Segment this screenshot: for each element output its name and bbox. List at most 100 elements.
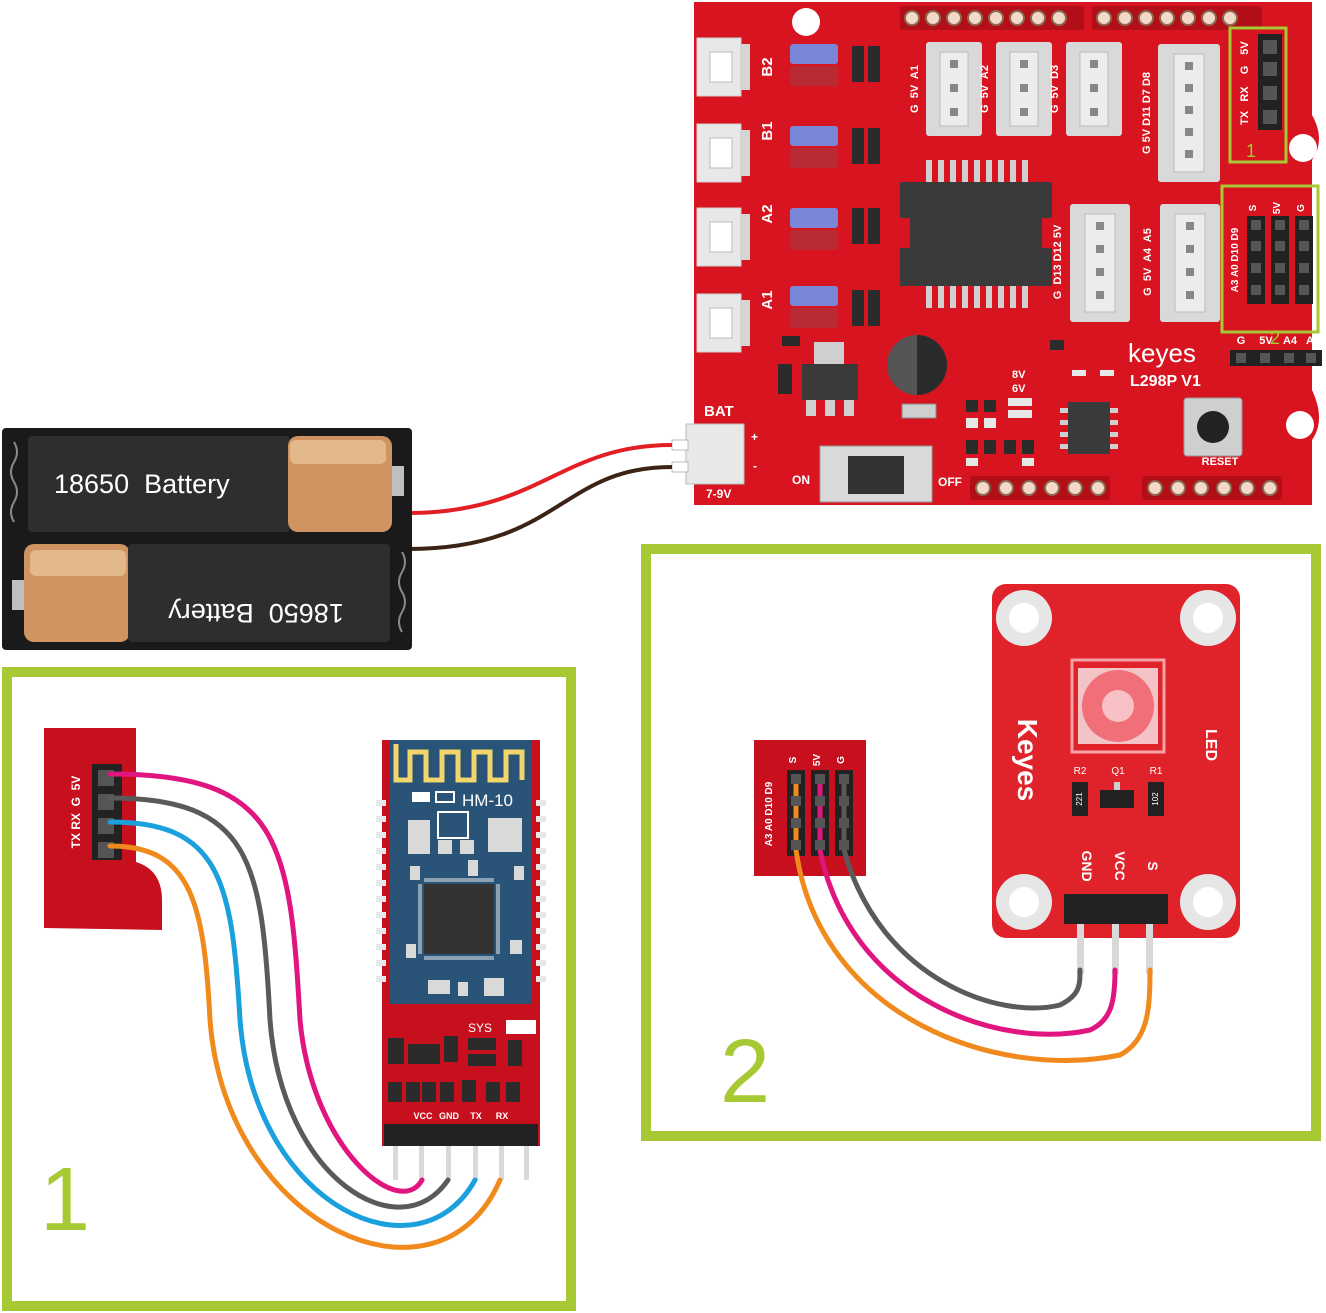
panel-2-header-col-g: G bbox=[836, 756, 847, 764]
bt-header-pin-5v: 5V bbox=[1239, 41, 1251, 55]
port-d11-d7-d8: G 5V D11 D7 D8 bbox=[1141, 44, 1220, 182]
battery-cell-bottom-label: 18650 Battery bbox=[168, 598, 344, 628]
io-header-box: A3 A0 D10 D9 S 5V G 2 bbox=[1220, 184, 1320, 348]
bt-header-pin-g: G bbox=[1239, 66, 1251, 75]
motor-indicator-leds bbox=[790, 44, 838, 328]
motor-port-a1: A1 bbox=[696, 290, 776, 353]
led-brand: Keyes bbox=[1012, 719, 1043, 802]
battery-holder: 18650 Battery 18650 Battery bbox=[2, 428, 412, 650]
bat-connector: BAT + - 7-9V bbox=[671, 403, 758, 501]
bottom-header-5v: 5V bbox=[1259, 335, 1273, 347]
motor-driver-shield: B2 B1 A2 A1 bbox=[671, 2, 1322, 505]
io-header-rows-label: A3 A0 D10 D9 bbox=[1230, 227, 1241, 292]
soic-chip bbox=[1060, 402, 1118, 454]
bt-header-box-number: 1 bbox=[1246, 141, 1256, 161]
panel-2-number: 2 bbox=[720, 1022, 770, 1122]
port-d13-d12: G D13 D12 5V bbox=[1052, 204, 1130, 322]
bt-header-pin-rx: RX bbox=[1239, 86, 1251, 102]
jumper-select: 8V 6V bbox=[1008, 340, 1114, 418]
panel-2-led: A3 A0 D10 D9 S 5V G Keyes LED R2 Q1 R1 2… bbox=[641, 544, 1321, 1141]
led-r2-label: R2 bbox=[1074, 766, 1087, 777]
motor-port-a2: A2 bbox=[696, 204, 776, 267]
led-label: LED bbox=[1202, 729, 1219, 761]
panel-1-number: 1 bbox=[40, 1150, 90, 1250]
led-r1-value: 102 bbox=[1151, 792, 1160, 806]
led-r1-label: R1 bbox=[1150, 766, 1163, 777]
bt-header-pin-tx: TX bbox=[1239, 110, 1251, 125]
board-model: L298P V1 bbox=[1130, 373, 1201, 390]
motor-port-b1-label: B1 bbox=[759, 121, 776, 140]
io-header-box-number: 2 bbox=[1270, 328, 1280, 348]
bt-header-box: 5V G RX TX 1 bbox=[1228, 26, 1288, 164]
led-pin-gnd-label: GND bbox=[1079, 850, 1095, 881]
hm10-pin-gnd: GND bbox=[439, 1111, 460, 1121]
panel-1-bluetooth: TX RX G 5V HM-10 bbox=[2, 667, 576, 1311]
jumper-8v-label: 8V bbox=[1012, 369, 1026, 381]
motor-port-b1: B1 bbox=[696, 121, 776, 183]
electrolytic-capacitor bbox=[887, 335, 947, 419]
servo-port-d3: G 5V D3 bbox=[1049, 42, 1122, 136]
jumper-6v-label: 6V bbox=[1012, 383, 1026, 395]
battery-cell-bottom: 18650 Battery bbox=[12, 544, 390, 642]
panel-1-wires bbox=[107, 771, 503, 1250]
battery-spring-left bbox=[10, 441, 18, 523]
led-module: Keyes LED R2 Q1 R1 221 102 GND VCC S bbox=[992, 584, 1240, 974]
panel-2-header-col-s: S bbox=[788, 756, 799, 763]
bottom-right-header: G 5V A4 A5 bbox=[1230, 335, 1322, 366]
reset-button[interactable]: RESET bbox=[1183, 397, 1243, 468]
l298p-chip bbox=[900, 160, 1052, 308]
smd-diodes bbox=[852, 46, 880, 326]
bottom-header-right bbox=[1142, 476, 1282, 500]
smd-resistor-grid bbox=[966, 400, 1034, 466]
bat-minus: - bbox=[753, 459, 757, 473]
battery-cell-top-label: 18650 Battery bbox=[54, 469, 230, 499]
panel-1-header-pins: TX RX G 5V bbox=[69, 776, 83, 849]
hm10-module: HM-10 SYS VCC GND TX RX bbox=[376, 740, 546, 1180]
battery-cell-top: 18650 Battery bbox=[28, 436, 404, 532]
led-r2-value: 221 bbox=[1075, 792, 1084, 806]
led-pin-vcc-label: VCC bbox=[1112, 851, 1128, 881]
panel-2-board-fragment: A3 A0 D10 D9 S 5V G bbox=[754, 740, 866, 876]
motor-port-b2: B2 bbox=[696, 37, 776, 97]
motor-port-a2-label: A2 bbox=[759, 204, 776, 223]
wire-g-gray-2 bbox=[841, 777, 1083, 1011]
port-d13-d12-label: G D13 D12 5V bbox=[1052, 224, 1064, 299]
led-pin-s-label: S bbox=[1145, 861, 1161, 870]
port-a4-a5: G 5V A4 A5 bbox=[1142, 204, 1220, 322]
bottom-header-left bbox=[970, 476, 1110, 500]
hm10-pin-vcc: VCC bbox=[413, 1111, 433, 1121]
wire-g-gray bbox=[107, 795, 451, 1210]
wire-tx-orange bbox=[107, 843, 503, 1250]
servo-port-a1-label: G 5V A1 bbox=[909, 65, 921, 113]
motor-port-a1-label: A1 bbox=[759, 290, 776, 309]
bottom-header-a5: A5 bbox=[1306, 335, 1320, 347]
hm10-pin-tx: TX bbox=[470, 1111, 482, 1121]
battery-power-wires bbox=[407, 443, 673, 551]
bottom-header-g: G bbox=[1237, 335, 1246, 347]
servo-port-a2-label: G 5V A2 bbox=[979, 65, 991, 113]
wire-5v-magenta bbox=[107, 771, 425, 1194]
power-switch[interactable]: ON OFF bbox=[792, 445, 962, 503]
panel-2-wires bbox=[793, 777, 1153, 1063]
servo-port-d3-label: G 5V D3 bbox=[1049, 65, 1061, 113]
port-d11-d7-d8-label: G 5V D11 D7 D8 bbox=[1141, 72, 1153, 154]
panel-2-header-rows: A3 A0 D10 D9 bbox=[764, 781, 775, 846]
switch-off-label: OFF bbox=[938, 475, 962, 489]
io-header-col-5v: 5V bbox=[1272, 202, 1283, 215]
bat-plus: + bbox=[751, 430, 758, 444]
led-q1-label: Q1 bbox=[1111, 766, 1125, 777]
motor-port-b2-label: B2 bbox=[759, 57, 776, 76]
hm10-pin-rx: RX bbox=[496, 1111, 509, 1121]
bat-label: BAT bbox=[704, 403, 734, 420]
hm10-sys-label: SYS bbox=[468, 1021, 492, 1035]
servo-port-a2: G 5V A2 bbox=[979, 42, 1052, 136]
battery-spring-right bbox=[398, 551, 406, 633]
board-brand: keyes bbox=[1128, 338, 1196, 368]
reset-label: RESET bbox=[1202, 456, 1239, 468]
bat-voltage: 7-9V bbox=[706, 487, 731, 501]
top-header-left bbox=[900, 6, 1084, 30]
io-header-col-s: S bbox=[1248, 204, 1259, 211]
wire-rx-blue bbox=[107, 819, 478, 1228]
hm10-name: HM-10 bbox=[462, 791, 513, 810]
